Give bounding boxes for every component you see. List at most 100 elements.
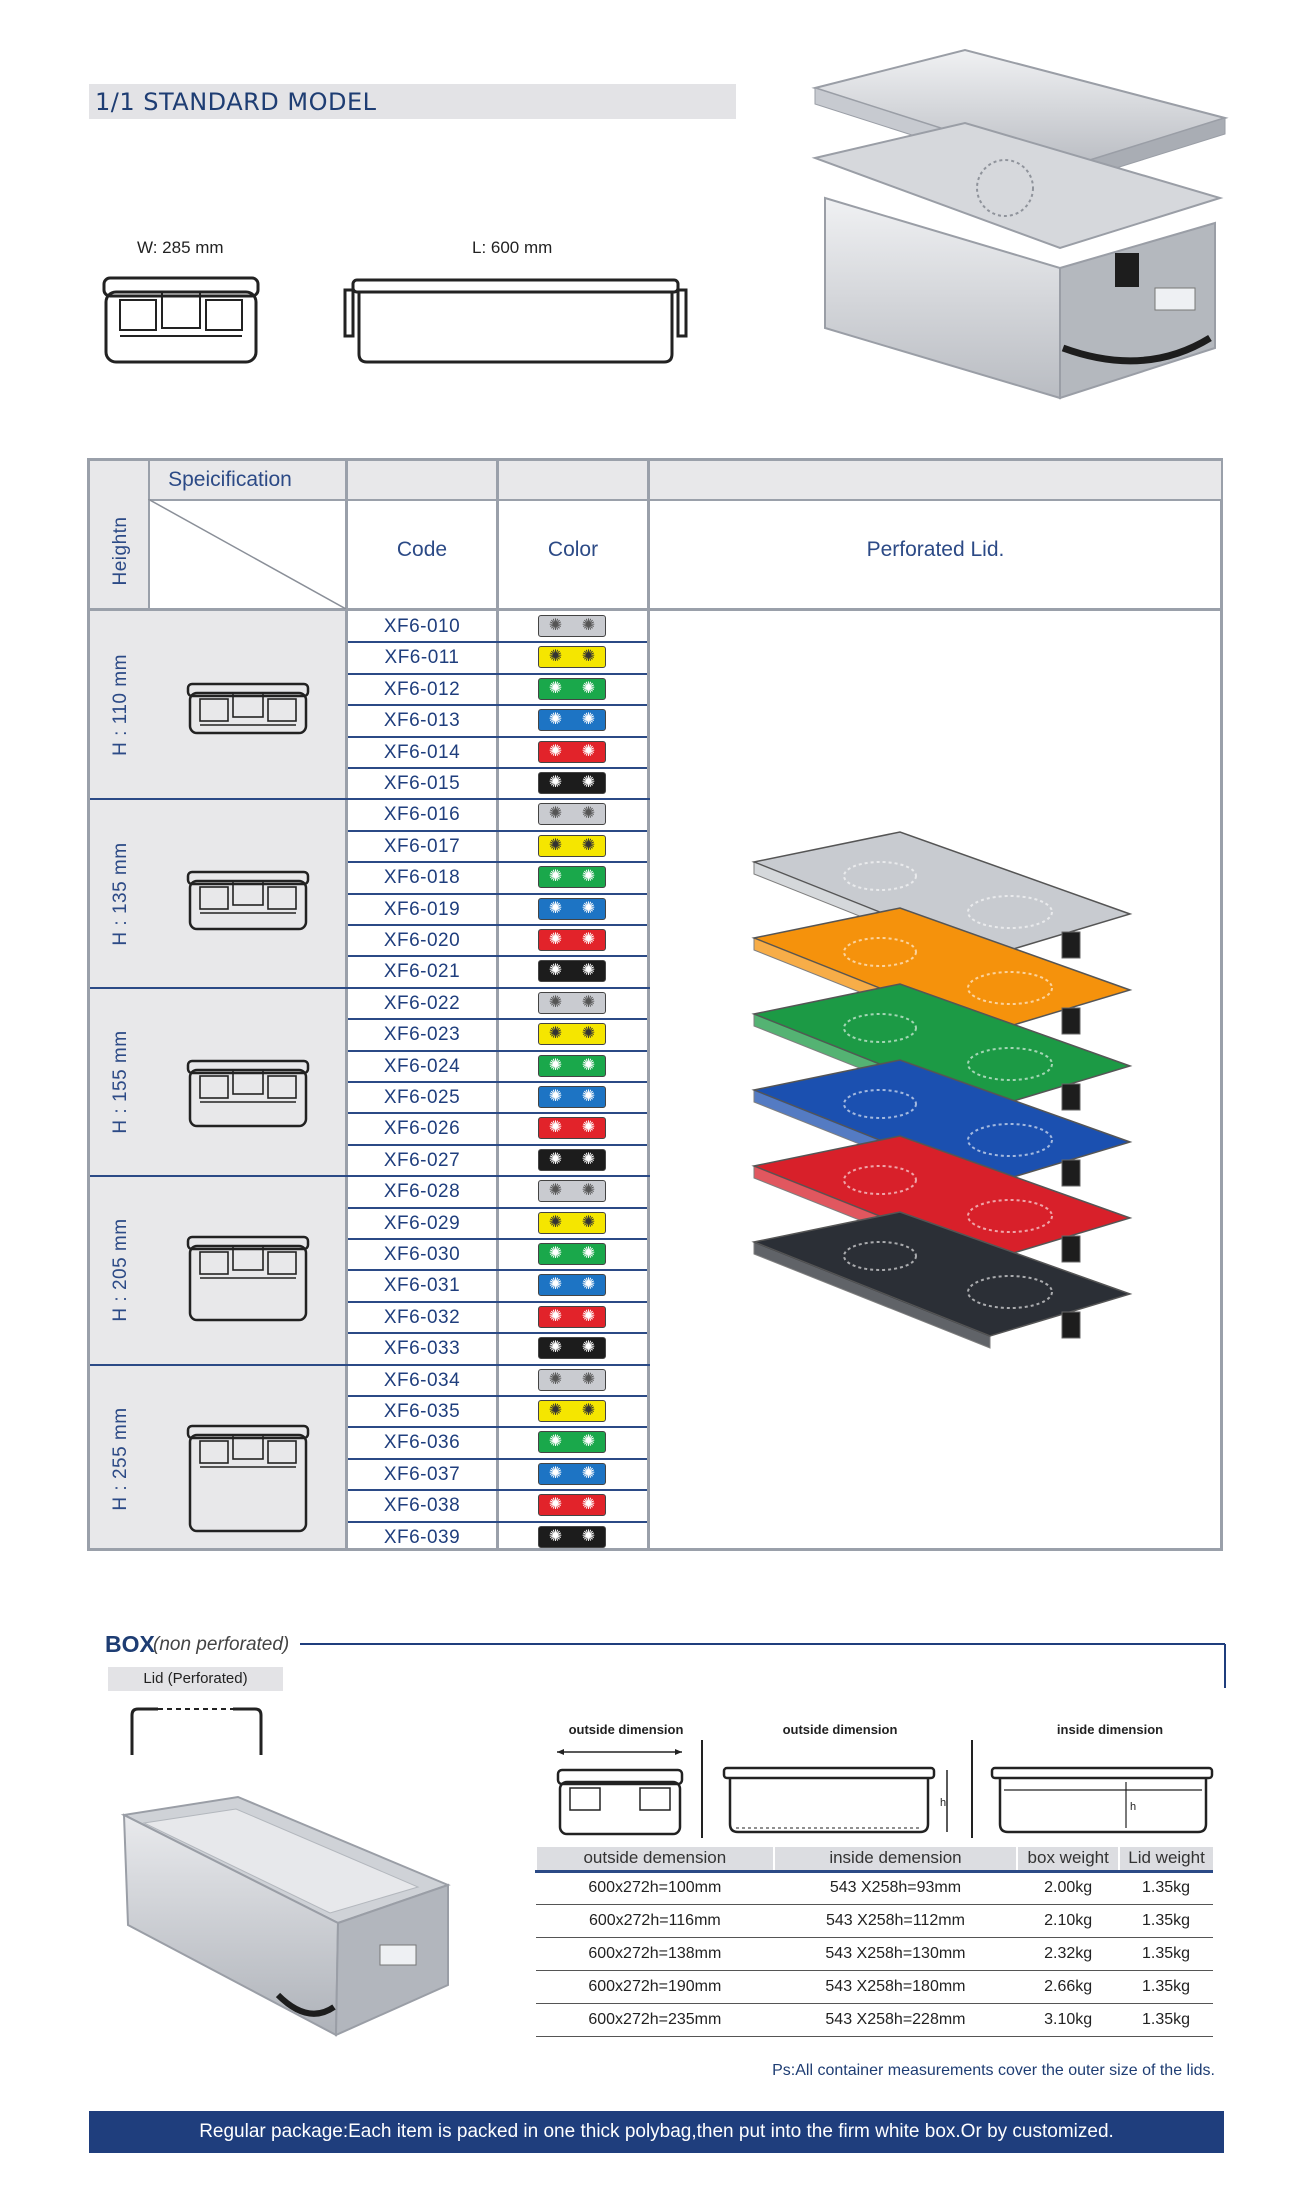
color-swatch: ✺✺ [538, 709, 606, 732]
burst-icon: ✺ [581, 1527, 596, 1545]
burst-icon: ✺ [581, 1464, 596, 1482]
burst-icon: ✺ [548, 1119, 563, 1137]
col-outside-dimension: outside demension [535, 1847, 774, 1871]
burst-icon: ✺ [548, 1402, 563, 1419]
burst-icon: ✺ [581, 1402, 596, 1419]
product-code: XF6-033 [383, 1338, 461, 1360]
burst-icon: ✺ [548, 1245, 563, 1262]
table-cell: 1.35kg [1119, 1970, 1213, 2004]
page-title: 1/1 STANDARD MODEL [89, 84, 736, 119]
product-code: XF6-024 [383, 1055, 461, 1077]
color-swatch: ✺✺ [538, 1086, 606, 1108]
color-swatch: ✺✺ [538, 1023, 606, 1046]
color-swatch: ✺✺ [538, 1243, 606, 1265]
table-cell: 2.66kg [1017, 1970, 1120, 2004]
burst-icon: ✺ [548, 679, 563, 697]
specification-table [87, 458, 1223, 1551]
product-code: XF6-029 [383, 1212, 461, 1234]
burst-icon: ✺ [548, 1433, 563, 1451]
burst-icon: ✺ [548, 711, 563, 729]
table-cell: 2.10kg [1017, 1904, 1120, 1938]
burst-icon: ✺ [548, 1307, 563, 1325]
table-cell: 600x272h=190mm [536, 1970, 774, 2004]
product-code: XF6-020 [383, 930, 461, 951]
burst-icon: ✺ [548, 1088, 563, 1105]
color-swatch: ✺✺ [538, 1211, 606, 1234]
side-view-drawing [343, 278, 688, 364]
burst-icon: ✺ [548, 1150, 563, 1168]
burst-icon: ✺ [581, 711, 596, 729]
burst-icon: ✺ [581, 899, 596, 917]
table-cell: 1.35kg [1119, 1869, 1213, 1905]
container-size-drawing [186, 682, 310, 735]
height-label: H : 255 mm [110, 1407, 131, 1511]
color-swatch: ✺✺ [538, 1274, 606, 1297]
dim-header-3: inside dimension [1056, 1722, 1164, 1737]
color-swatch: ✺✺ [538, 1525, 606, 1548]
burst-icon: ✺ [581, 1245, 596, 1262]
package-footer: Regular package:Each item is packed in o… [89, 2111, 1224, 2153]
table-cell: 543 X258h=112mm [773, 1904, 1018, 1938]
burst-icon: ✺ [581, 1150, 596, 1168]
product-code: XF6-017 [383, 835, 461, 857]
product-code: XF6-012 [383, 678, 461, 700]
width-label: W: 285 mm [137, 238, 224, 257]
open-box-image [120, 1795, 451, 2037]
burst-icon: ✺ [581, 1370, 596, 1388]
product-code: XF6-031 [383, 1275, 461, 1297]
burst-icon: ✺ [581, 1496, 596, 1514]
color-swatch: ✺✺ [538, 1180, 606, 1203]
burst-icon: ✺ [581, 805, 596, 823]
product-code: XF6-032 [383, 1306, 461, 1328]
product-code: XF6-038 [383, 1495, 461, 1517]
table-cell: 600x272h=116mm [536, 1904, 774, 1938]
color-swatch: ✺✺ [538, 1494, 606, 1517]
product-code: XF6-030 [383, 1244, 461, 1265]
burst-icon: ✺ [548, 868, 563, 886]
height-label: H : 110 mm [110, 654, 131, 757]
code-header: Code [396, 538, 448, 561]
front-view-drawing [102, 276, 260, 364]
burst-icon: ✺ [548, 1496, 563, 1514]
container-size-drawing [186, 1059, 310, 1128]
burst-icon: ✺ [581, 1056, 596, 1074]
color-swatch: ✺✺ [538, 646, 606, 669]
height-label: H : 205 mm [110, 1218, 131, 1322]
product-code: XF6-037 [383, 1463, 461, 1485]
burst-icon: ✺ [581, 868, 596, 886]
height-label: H : 135 mm [110, 841, 131, 946]
burst-icon: ✺ [581, 993, 596, 1011]
color-swatch: ✺✺ [538, 1054, 606, 1077]
product-code: XF6-014 [383, 741, 461, 763]
table-cell: 1.35kg [1119, 1904, 1213, 1938]
product-code: XF6-039 [383, 1526, 461, 1548]
burst-icon: ✺ [548, 962, 563, 980]
height-header: Heightn [110, 516, 131, 586]
spec-header: Speicification [168, 468, 292, 491]
table-cell: 600x272h=138mm [536, 1937, 774, 1971]
burst-icon: ✺ [548, 617, 563, 634]
burst-icon: ✺ [581, 1307, 596, 1325]
burst-icon: ✺ [548, 648, 563, 666]
color-swatch: ✺✺ [538, 1148, 606, 1171]
burst-icon: ✺ [548, 1527, 563, 1545]
product-code: XF6-011 [384, 647, 460, 669]
col-lid-weight: Lid weight [1118, 1847, 1213, 1871]
color-swatch: ✺✺ [538, 897, 606, 920]
burst-icon: ✺ [581, 1119, 596, 1137]
lid-drawing [130, 1707, 263, 1755]
color-swatch: ✺✺ [538, 960, 606, 983]
svg-text:h: h [1130, 1801, 1136, 1813]
product-code: XF6-010 [383, 616, 461, 637]
burst-icon: ✺ [581, 742, 596, 760]
table-cell: 600x272h=235mm [536, 2003, 774, 2037]
height-label: H : 155 mm [110, 1030, 131, 1134]
product-code: XF6-015 [383, 773, 461, 794]
burst-icon: ✺ [548, 1276, 563, 1294]
container-product-image [811, 48, 1229, 400]
burst-icon: ✺ [581, 774, 596, 791]
dim-header-2: outside dimension [782, 1722, 898, 1737]
burst-icon: ✺ [548, 742, 563, 760]
